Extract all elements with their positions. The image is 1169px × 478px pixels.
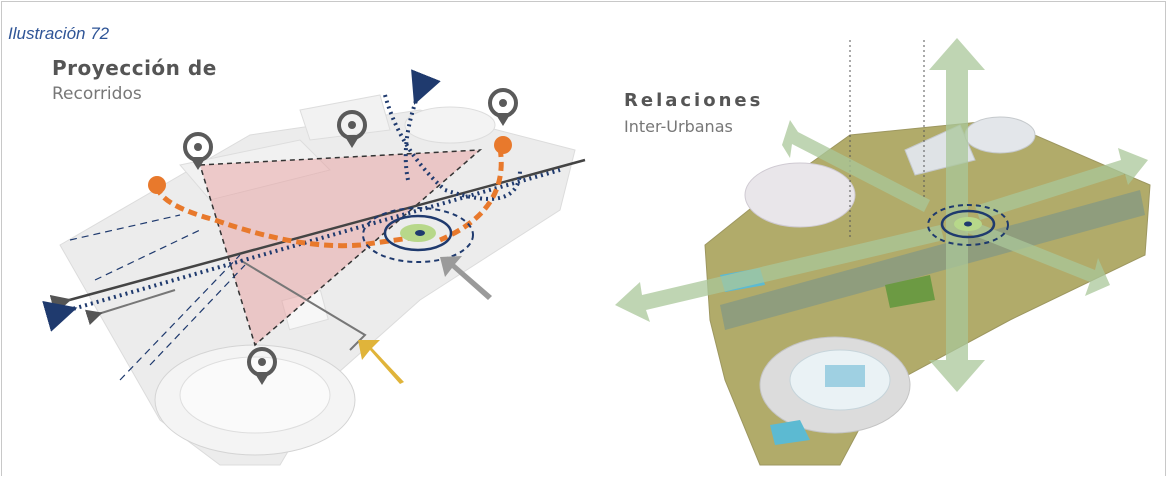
relation-arrow-icon <box>615 225 944 322</box>
incoming-arrow-gray-icon <box>440 256 492 300</box>
pedestrian-route <box>439 147 504 243</box>
relation-arrows <box>615 38 1148 392</box>
left-title-line2: Recorridos <box>52 84 142 104</box>
boundary-line <box>149 264 246 366</box>
boundary-line <box>69 214 181 241</box>
map-pin-icon <box>247 347 277 385</box>
left-title-line1: Proyección de <box>52 56 217 80</box>
boundary-line <box>94 229 201 281</box>
node-outer-ring <box>927 204 1009 246</box>
water-feature <box>770 420 810 445</box>
relation-arrow-icon <box>975 148 1148 220</box>
right-site-plan <box>704 116 1151 466</box>
route-endpoint <box>148 176 166 194</box>
node-center <box>415 230 425 236</box>
node-inner-ring <box>940 209 996 239</box>
map-pin-icon <box>183 132 213 170</box>
relation-arrow-icon <box>965 220 1110 296</box>
map-pin-icon <box>488 88 518 126</box>
node-center <box>964 221 972 227</box>
route-endpoint <box>494 136 512 154</box>
vertical-relation-arrow-icon <box>929 38 985 392</box>
secondary-road <box>239 259 367 351</box>
stadium-pitch <box>825 365 865 387</box>
secondary-road <box>84 289 176 326</box>
figure-caption: Ilustración 72 <box>8 24 110 43</box>
highway-band <box>720 190 1145 330</box>
node-inner-ring <box>383 214 453 252</box>
map-pin-icon <box>337 110 367 148</box>
boundary-line <box>119 254 241 381</box>
right-title-line1: Relaciones <box>624 90 764 111</box>
sports-field <box>885 275 935 308</box>
vehicle-route-branch <box>403 69 441 181</box>
right-title-line2: Inter-Urbanas <box>624 117 733 136</box>
incoming-arrow-yellow-icon <box>358 340 404 384</box>
node-outer-ring <box>362 207 474 263</box>
vehicle-route <box>42 168 561 332</box>
pedestrian-route <box>154 185 411 249</box>
relation-arrow-icon <box>782 120 930 212</box>
